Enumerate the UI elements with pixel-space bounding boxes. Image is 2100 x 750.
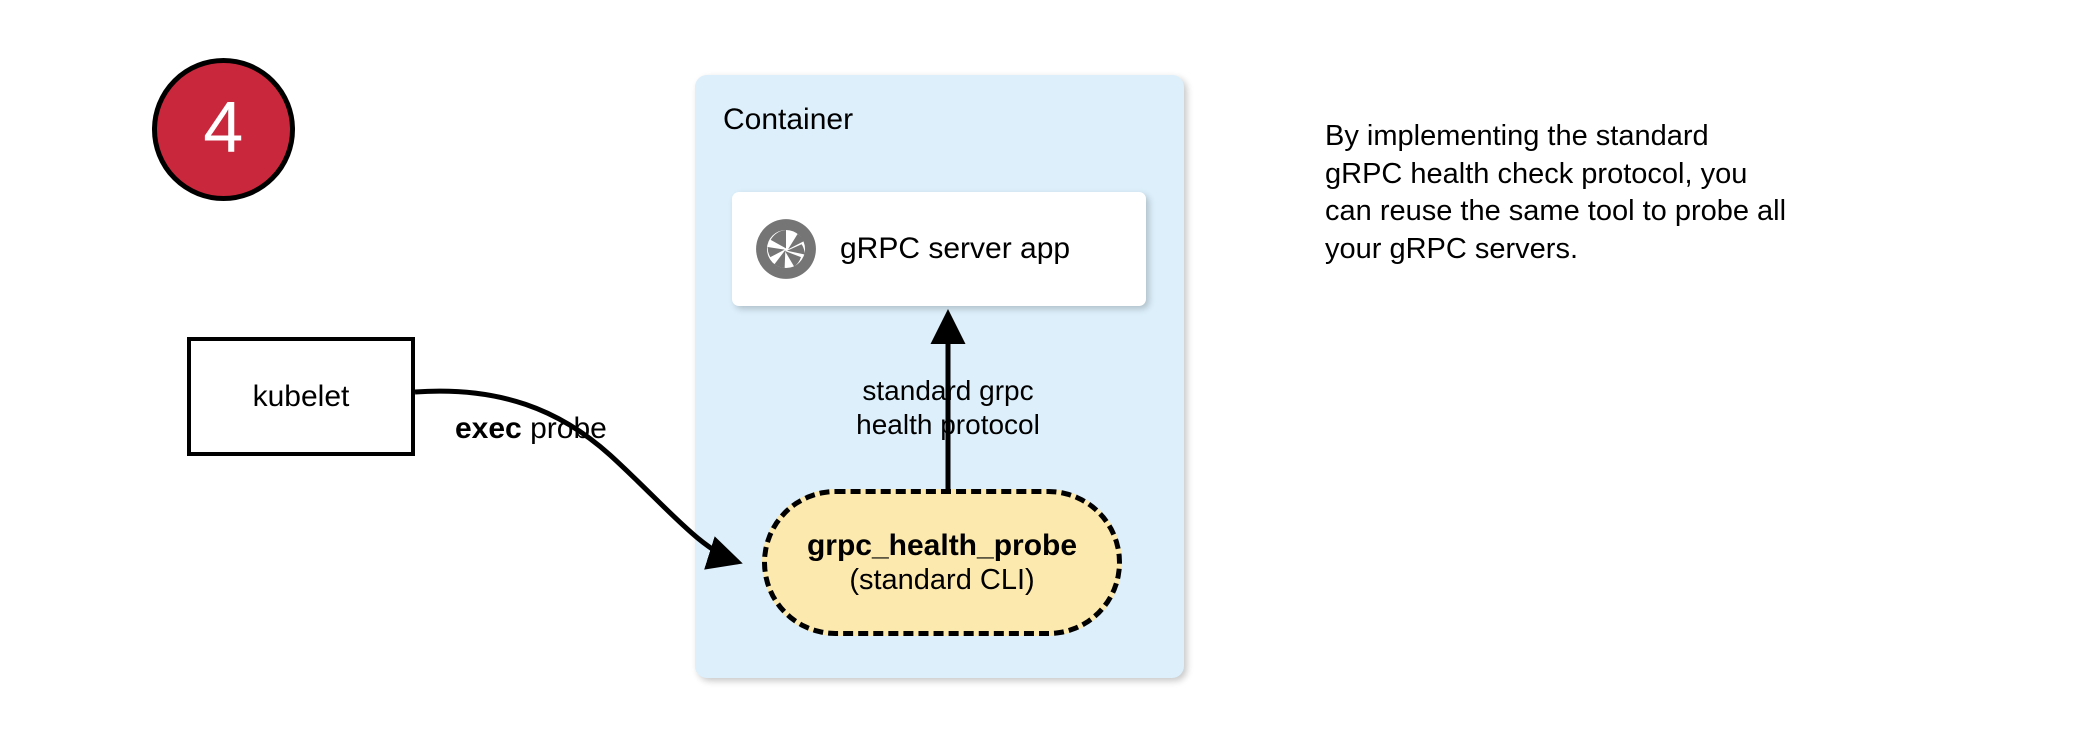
grpc-health-probe-title: grpc_health_probe: [806, 528, 1078, 562]
explanatory-note-line1: By implementing the standard: [1325, 120, 1709, 152]
grpc-health-probe-node: grpc_health_probe (standard CLI): [762, 489, 1122, 636]
exec-probe-label-rest: probe: [521, 412, 607, 445]
standard-protocol-label-line2: health protocol: [856, 409, 1040, 441]
grpc-server-app-label: gRPC server app: [840, 232, 1071, 265]
explanatory-note-line2: gRPC health check protocol, you: [1325, 157, 1748, 190]
exec-probe-label: exec probe: [455, 412, 607, 446]
grpc-health-probe-subtitle: (standard CLI): [849, 564, 1035, 597]
grpc-server-app-node: gRPC server app: [732, 192, 1146, 306]
explanatory-note-line4: your gRPC servers.: [1325, 233, 1579, 266]
grpc-aperture-icon: [756, 219, 816, 279]
explanatory-note: By implementing the standard gRPC health…: [1325, 118, 1905, 269]
explanatory-note-line3: can reuse the same tool to probe all: [1325, 195, 1787, 228]
kubelet-node: kubelet: [187, 337, 415, 456]
kubelet-label: kubelet: [252, 379, 350, 413]
standard-protocol-label: standard grpc health protocol: [828, 374, 1068, 442]
container-label: Container: [723, 103, 854, 136]
step-number-badge: 4: [152, 58, 295, 201]
step-number-label: 4: [203, 87, 244, 168]
standard-protocol-label-line1: standard grpc: [862, 375, 1034, 406]
exec-probe-label-bold: exec: [455, 412, 522, 445]
